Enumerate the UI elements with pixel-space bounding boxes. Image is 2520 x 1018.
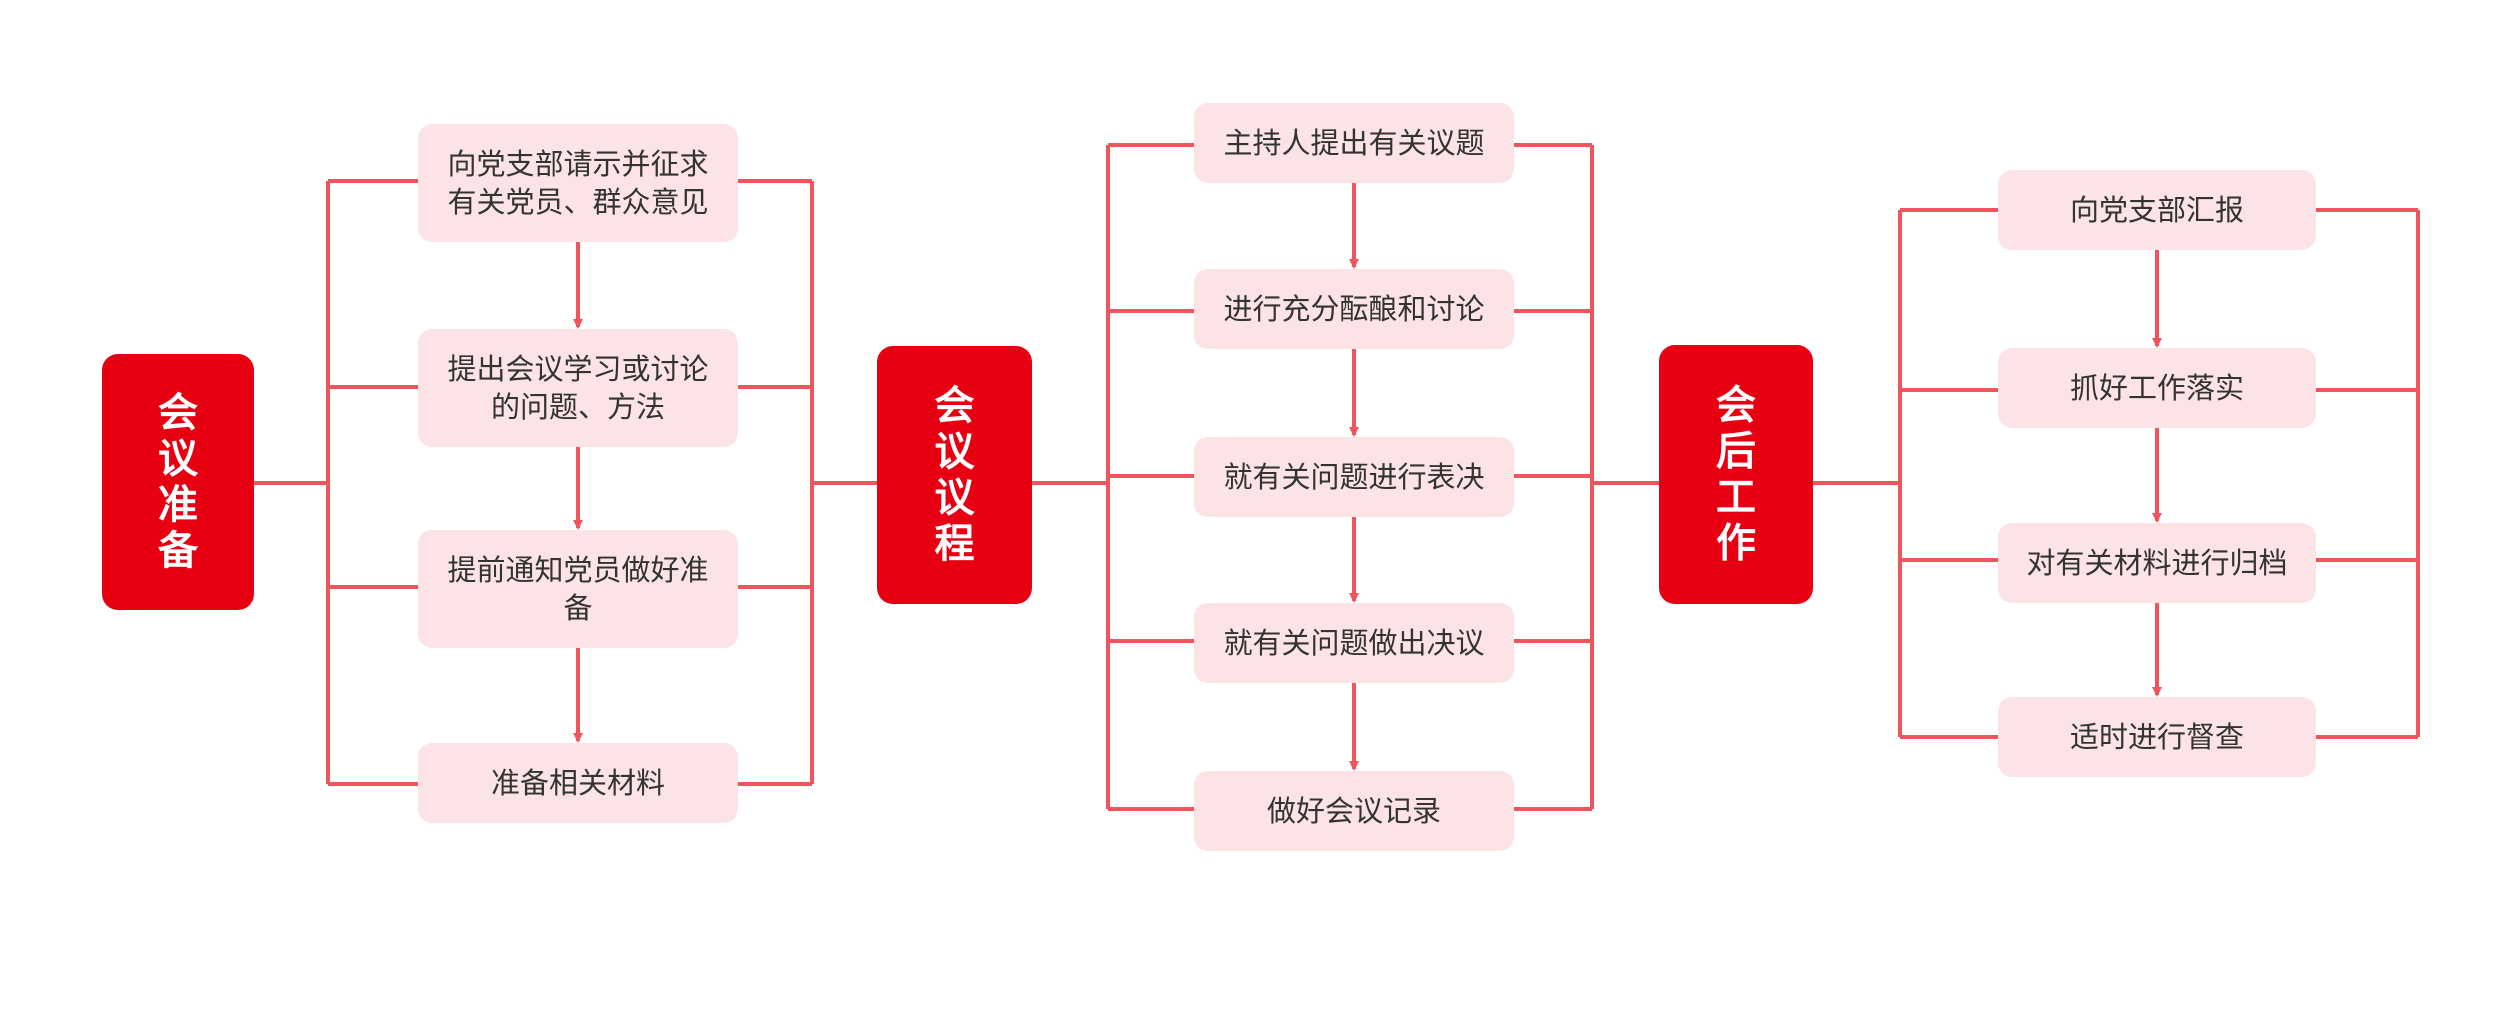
step-label: 就有关问题进行表决 (1223, 460, 1484, 494)
step-label: 提出会议学习或讨论的问题、方法 (447, 352, 708, 424)
step-label: 抓好工作落实 (2070, 371, 2244, 405)
step-box (1194, 103, 1514, 183)
stage-block (102, 354, 254, 610)
stage-block (877, 346, 1032, 604)
step-box (1194, 269, 1514, 349)
stage-block (1659, 345, 1813, 604)
step-box (418, 329, 738, 447)
step-label: 准备相关材料 (491, 766, 665, 800)
step-label: 就有关问题做出决议 (1223, 626, 1484, 660)
step-box (1998, 348, 2316, 428)
step-label: 向党支部汇报 (2070, 193, 2244, 227)
step-box (1194, 437, 1514, 517)
step-box (1194, 603, 1514, 683)
step-label: 提前通知党员做好准备 (447, 553, 708, 625)
step-box (1998, 697, 2316, 777)
step-label: 对有关材料进行归档 (2026, 546, 2287, 580)
diagram-nodes: 会议准备 向党支部请示并征求有关党员、群众意见提出会议学习或讨论的问题、方法提前通… (102, 103, 2316, 851)
step-box (1998, 523, 2316, 603)
step-box (1998, 170, 2316, 250)
step-box (1194, 771, 1514, 851)
step-label: 主持人提出有关议题 (1223, 126, 1484, 160)
stage-title: 会后工作 (1716, 383, 1756, 567)
step-label: 适时进行督查 (2070, 720, 2244, 754)
connector-lines (254, 143, 2420, 811)
step-box (418, 124, 738, 242)
step-label: 向党支部请示并征求有关党员、群众意见 (447, 147, 708, 219)
step-label: 做好会议记录 (1267, 794, 1441, 828)
step-box (418, 530, 738, 648)
step-label: 进行充分酝酿和讨论 (1223, 292, 1484, 326)
stage-title: 会议议程 (935, 383, 976, 567)
step-box (418, 743, 738, 823)
stage-title: 会议准备 (158, 390, 199, 574)
